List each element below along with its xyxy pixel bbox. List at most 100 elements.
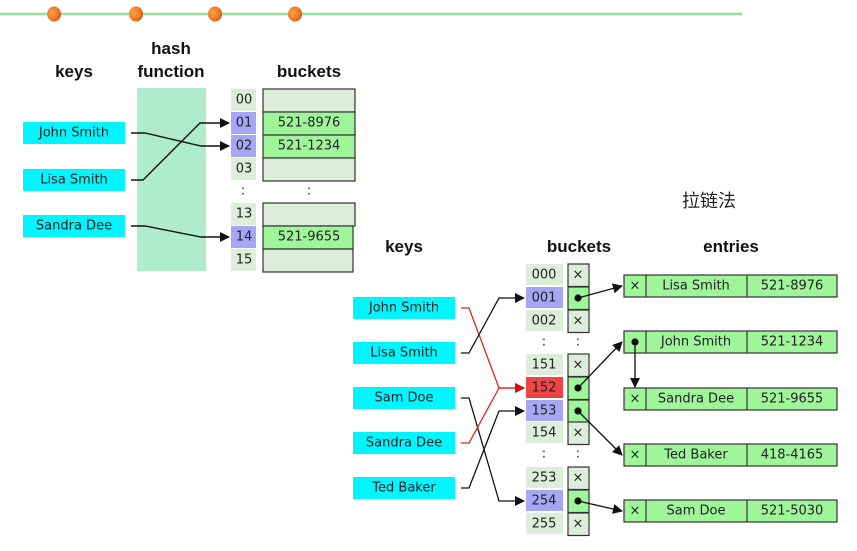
bucket-row: 00 xyxy=(231,88,356,113)
pointer-ellipsis: : xyxy=(576,447,580,462)
bucket-index: 01 xyxy=(236,116,253,131)
bucket-index-cell xyxy=(231,203,256,225)
index-ellipsis: : xyxy=(241,184,245,199)
header-keys: keys xyxy=(55,62,93,81)
bucket-value-cell xyxy=(262,157,356,182)
null-icon: × xyxy=(630,504,641,519)
key-box-bg xyxy=(353,297,455,319)
bucket-row: 001 xyxy=(526,286,590,311)
value-ellipsis: : xyxy=(307,184,311,199)
header-hash: hash xyxy=(151,39,191,58)
entry-node: John Smith 521-1234 xyxy=(623,330,838,354)
bucket-index-cell xyxy=(526,422,563,443)
chaining-title: 拉链法 xyxy=(682,191,736,212)
entry-phone: 418-4165 xyxy=(761,448,824,463)
bucket-index-cell xyxy=(231,112,256,134)
bucket-index-cell xyxy=(231,226,256,248)
bucket-value-cell xyxy=(262,88,356,113)
entry-phone: 521-9655 xyxy=(761,392,824,407)
bucket-value-cell xyxy=(262,202,356,227)
bucket-row: 13 xyxy=(231,202,356,227)
timeline-dot xyxy=(208,6,222,22)
bucket-index-cell xyxy=(526,310,563,331)
entry-phone: 521-1234 xyxy=(761,335,824,350)
bucket-index-cell xyxy=(526,377,563,398)
key-label: Lisa Smith xyxy=(40,173,108,188)
null-icon: × xyxy=(630,279,641,294)
mapping-arrow xyxy=(131,132,230,151)
header-keys-2: keys xyxy=(385,237,423,256)
header-entries: entries xyxy=(703,237,759,256)
bucket-index: 14 xyxy=(236,230,253,245)
diagram-direct-addressing: keys hash function buckets John SmithLis… xyxy=(23,39,356,273)
timeline-dot xyxy=(129,6,143,22)
pointer-ellipsis: : xyxy=(576,335,580,350)
key-box: Ted Baker xyxy=(353,477,455,499)
key-label: Sandra Dee xyxy=(36,219,112,234)
bucket-index: 13 xyxy=(236,207,253,222)
entry-bg xyxy=(623,330,838,354)
mapping-arrow xyxy=(131,118,230,181)
entry-bg xyxy=(623,274,838,298)
header-function: function xyxy=(137,62,204,81)
bucket-index-cell xyxy=(526,400,563,421)
bucket-index-cell xyxy=(526,264,563,285)
index-ellipsis: : xyxy=(542,447,546,462)
entry-name: John Smith xyxy=(660,335,731,350)
mapping-arrow xyxy=(461,293,525,354)
key-box-bg xyxy=(23,215,125,237)
entry-phone: 521-8976 xyxy=(761,279,824,294)
mapping-arrow xyxy=(131,225,230,242)
bucket-pointer-cell xyxy=(567,421,590,446)
bucket-row: 255× xyxy=(526,512,590,537)
key-box: Sam Doe xyxy=(353,387,455,409)
bucket-row: 253× xyxy=(526,466,590,491)
bucket-pointer-cell xyxy=(567,309,590,334)
key-box-bg xyxy=(23,169,125,191)
bucket-index: 03 xyxy=(236,162,253,177)
key-label: John Smith xyxy=(368,301,439,316)
null-icon: × xyxy=(573,517,584,532)
key-box: Lisa Smith xyxy=(353,342,455,364)
bucket-index-cell xyxy=(526,490,563,511)
null-icon: × xyxy=(573,426,584,441)
bucket-link-arrow xyxy=(577,341,623,389)
bucket-link-arrow xyxy=(577,500,623,514)
bucket-index: 152 xyxy=(532,381,557,396)
entry-bg xyxy=(623,443,838,467)
bucket-index-cell xyxy=(231,89,256,111)
entry-bg xyxy=(623,499,838,523)
index-ellipsis: : xyxy=(542,335,546,350)
key-box: Sandra Dee xyxy=(353,432,455,454)
null-icon: × xyxy=(630,448,641,463)
top-timeline xyxy=(0,6,742,22)
bucket-row: 15 xyxy=(231,248,354,273)
entry-name: Ted Baker xyxy=(663,448,728,463)
null-icon: × xyxy=(573,358,584,373)
bucket-row: 002× xyxy=(526,309,590,334)
bucket-value: 521-8976 xyxy=(278,116,341,131)
null-icon: × xyxy=(573,471,584,486)
mapping-arrow xyxy=(461,406,525,489)
bucket-index-cell xyxy=(526,354,563,375)
bucket-index: 002 xyxy=(532,314,557,329)
bucket-index: 154 xyxy=(532,426,557,441)
bucket-index: 254 xyxy=(532,494,557,509)
bucket-ellipsis: :: xyxy=(241,184,311,199)
key-box-bg xyxy=(353,387,455,409)
bucket-ellipsis: :: xyxy=(542,335,580,350)
bucket-row: 153 xyxy=(526,399,590,424)
bucket-value: 521-1234 xyxy=(278,139,341,154)
bucket-row: 01 521-8976 xyxy=(231,111,356,136)
bucket-ellipsis: :: xyxy=(542,447,580,462)
collision-arrow xyxy=(461,307,525,393)
key-label: Lisa Smith xyxy=(370,346,438,361)
timeline-dot xyxy=(47,6,61,22)
entry-name: Sandra Dee xyxy=(658,392,734,407)
bucket-index-cell xyxy=(231,158,256,180)
bucket-row: 254 xyxy=(526,489,590,514)
